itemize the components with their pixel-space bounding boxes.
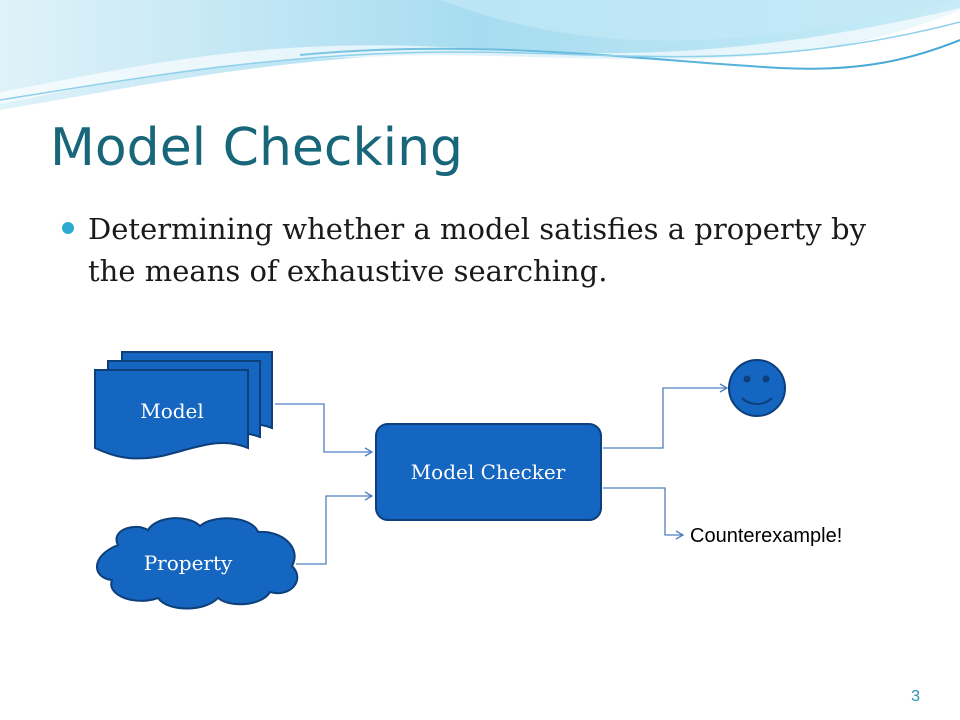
counterexample-label: Counterexample! — [690, 525, 842, 547]
property-label: Property — [144, 551, 233, 575]
checker-to-counterexample-arrow — [603, 487, 685, 540]
property-node: Property — [96, 517, 299, 610]
checker-to-success-arrow — [603, 383, 729, 449]
model-checker-label: Model Checker — [411, 460, 566, 484]
smiley-face-icon — [728, 359, 786, 417]
property-to-checker-arrow — [296, 491, 374, 565]
model-to-checker-arrow — [275, 403, 374, 457]
slide-title: Model Checking — [50, 118, 464, 178]
page-number: 3 — [911, 688, 920, 705]
model-checker-node: Model Checker — [375, 423, 602, 521]
model-node: Model — [94, 351, 273, 460]
model-label: Model — [140, 399, 204, 423]
header-wave-decoration — [0, 0, 960, 110]
bullet-icon — [62, 222, 74, 234]
bullet-text: Determining whether a model satisfies a … — [88, 212, 866, 288]
